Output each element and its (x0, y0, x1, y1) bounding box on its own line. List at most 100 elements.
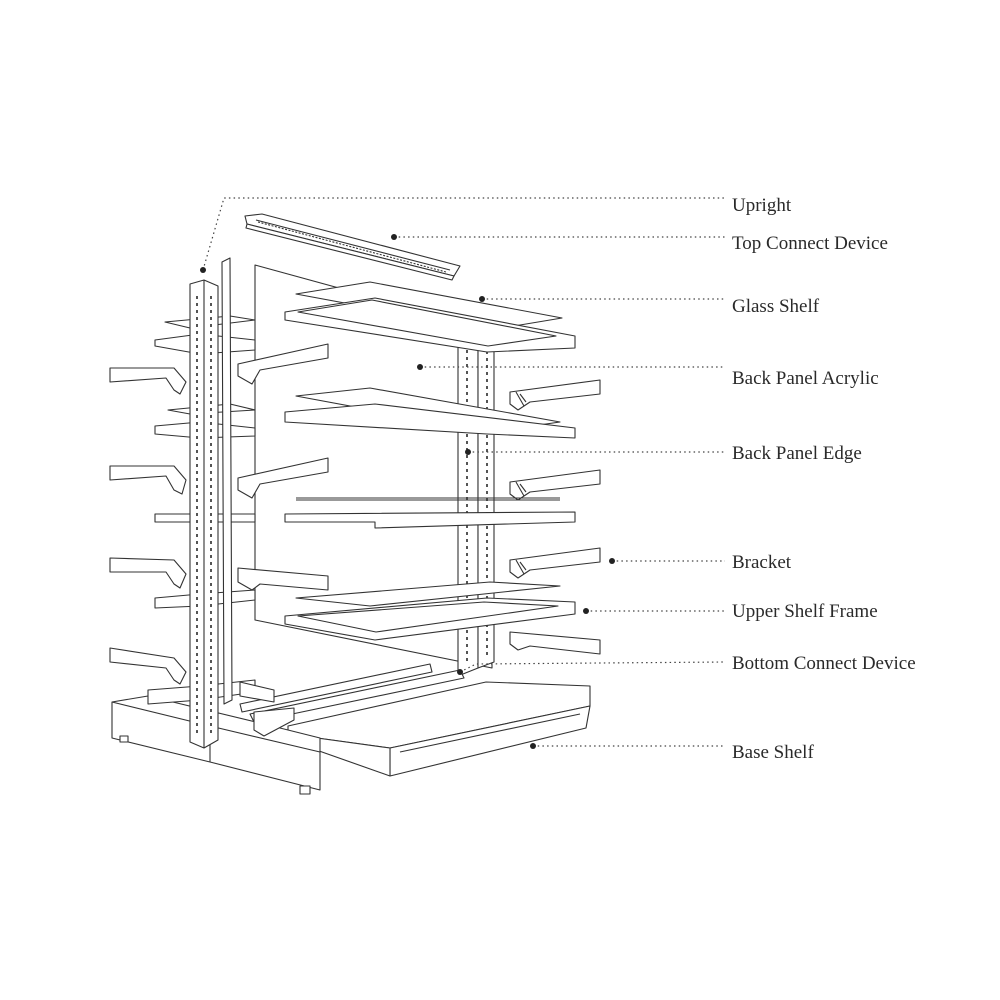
upright-slot (196, 436, 198, 439)
upright-slot (486, 575, 488, 578)
upright-slot (486, 631, 488, 634)
upright-slot (486, 442, 488, 445)
upright-slot (210, 597, 212, 600)
upright-slot (486, 449, 488, 452)
upright-slot (466, 567, 468, 570)
label-base-shelf: Base Shelf (732, 742, 814, 763)
upright-slot (196, 716, 198, 719)
upright-slot (196, 366, 198, 369)
upright-slot (196, 499, 198, 502)
upright-slot (210, 303, 212, 306)
upright-slot (466, 392, 468, 395)
upright-slot (210, 604, 212, 607)
upright-slot (210, 667, 212, 670)
upright-slot (210, 562, 212, 565)
upright-slot (210, 513, 212, 516)
upright-slot (210, 401, 212, 404)
upright-slot (196, 471, 198, 474)
upright-slot (466, 441, 468, 444)
upright-slot (210, 730, 212, 733)
upright-slot (196, 443, 198, 446)
upright-slot (486, 540, 488, 543)
upright-slot (196, 359, 198, 362)
upright-slot (210, 408, 212, 411)
middle-shelf-frame-1 (284, 403, 576, 439)
upright-slot (196, 632, 198, 635)
upright-slot (210, 681, 212, 684)
upright-slot (210, 646, 212, 649)
upright-slot (196, 597, 198, 600)
upright-slot (210, 415, 212, 418)
upright-slot (196, 317, 198, 320)
upright-slot (210, 373, 212, 376)
upright-slot (210, 338, 212, 341)
label-glass-shelf: Glass Shelf (732, 296, 820, 317)
bottom-connect-device-part (239, 663, 465, 723)
upright-slot (210, 310, 212, 313)
leader-lines (200, 197, 726, 749)
upright-slot (210, 359, 212, 362)
upright-slot (210, 296, 212, 299)
upright-slot (210, 527, 212, 530)
upright-slot (196, 478, 198, 481)
label-back-panel-edge: Back Panel Edge (732, 443, 862, 464)
upright-slot (210, 506, 212, 509)
upright-slot (210, 548, 212, 551)
upright-slot (486, 505, 488, 508)
upright-slot (210, 674, 212, 677)
upright-slot (210, 576, 212, 579)
upright-slot (210, 660, 212, 663)
upright-slot (196, 653, 198, 656)
upright-slot (210, 422, 212, 425)
upright-slot (196, 485, 198, 488)
upright-slot (196, 625, 198, 628)
upright-slot (486, 386, 488, 389)
upright-slot (196, 331, 198, 334)
upright-slot (210, 492, 212, 495)
upright-slot (196, 562, 198, 565)
upright-slot (210, 583, 212, 586)
upright-slot (210, 317, 212, 320)
upright-slot (196, 464, 198, 467)
upright-slot (466, 434, 468, 437)
upright-slot (486, 435, 488, 438)
upright-slot (210, 366, 212, 369)
upright-slot (466, 385, 468, 388)
upright-slot (466, 525, 468, 528)
upright-slot (466, 476, 468, 479)
upright-slot (486, 533, 488, 536)
upright-slot (196, 380, 198, 383)
upright-slot (196, 723, 198, 726)
upright-slot (210, 345, 212, 348)
upright-slot (196, 688, 198, 691)
upright-slot (210, 450, 212, 453)
upright-slot (210, 464, 212, 467)
upright-slot (466, 490, 468, 493)
upright-slot (486, 645, 488, 648)
upright-slot (196, 401, 198, 404)
upright-slot (466, 630, 468, 633)
upright-slot (486, 568, 488, 571)
upright-slot (466, 483, 468, 486)
upright-slot (196, 646, 198, 649)
upright-slot (486, 456, 488, 459)
upper-shelf-frame-top (284, 297, 576, 353)
upright-slot (196, 492, 198, 495)
upright-slot (210, 590, 212, 593)
label-bracket: Bracket (732, 552, 792, 573)
upright-slot (196, 611, 198, 614)
upright-slot (486, 372, 488, 375)
upright-slot (196, 618, 198, 621)
label-upright: Upright (732, 195, 792, 216)
upright-slot (210, 471, 212, 474)
upright-slot (210, 443, 212, 446)
upright-slot (466, 574, 468, 577)
label-bottom-connect-device: Bottom Connect Device (732, 653, 916, 674)
upright-slot (196, 310, 198, 313)
upright-slot (210, 380, 212, 383)
upright-slot (466, 637, 468, 640)
upright-slot (196, 506, 198, 509)
upright-slot (196, 604, 198, 607)
upright-slot (466, 378, 468, 381)
